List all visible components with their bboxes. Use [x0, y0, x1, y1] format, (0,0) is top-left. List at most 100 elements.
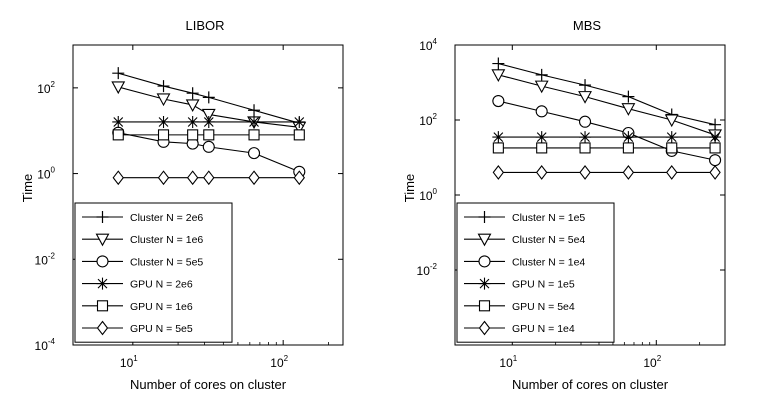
x-tick-exp: 1	[513, 354, 518, 363]
legend-entry-label: Cluster N = 1e5	[512, 212, 585, 224]
legend-marker-plus	[478, 211, 491, 223]
legend-marker-circle	[478, 255, 491, 268]
data-point-triangle-down	[185, 99, 200, 113]
data-point-circle	[709, 154, 722, 167]
data-point-circle	[535, 105, 548, 118]
y-tick-base: 10	[419, 114, 433, 128]
data-point-square	[187, 129, 199, 141]
legend-entry-label: GPU N = 2e6	[130, 279, 193, 291]
data-point-plus	[535, 68, 548, 81]
x-axis-label-libor: Number of cores on cluster	[130, 377, 287, 392]
legend-marker-triangle-down	[477, 233, 492, 247]
legend-entry-label: GPU N = 5e5	[130, 323, 193, 335]
y-tick-label: 100	[37, 166, 55, 182]
data-point-asterisk	[665, 131, 678, 144]
data-point-diamond	[157, 170, 170, 186]
legend-entry-label: Cluster N = 5e5	[130, 256, 203, 268]
data-point-square	[536, 142, 548, 154]
legend-box	[456, 202, 615, 343]
legend-entry-label: GPU N = 1e4	[512, 323, 575, 335]
data-point-plus	[579, 79, 592, 92]
data-point-diamond	[709, 165, 721, 180]
x-tick-label: 101	[499, 354, 517, 370]
series-line-1	[498, 63, 716, 126]
data-point-diamond	[186, 170, 199, 186]
data-point-plus	[248, 104, 261, 117]
data-point-triangle-down	[156, 93, 171, 107]
data-point-asterisk	[112, 115, 125, 128]
legend-entry-label: Cluster N = 1e6	[130, 234, 203, 246]
series-group-libor	[111, 67, 307, 186]
data-point-square	[157, 129, 170, 141]
data-point-square	[248, 129, 260, 141]
y-tick-label: 100	[419, 187, 437, 203]
data-point-square	[293, 129, 305, 141]
y-tick-exp: -2	[48, 251, 56, 260]
data-point-diamond	[622, 165, 635, 180]
data-point-asterisk	[202, 115, 215, 128]
legend-marker-asterisk	[96, 277, 109, 290]
data-point-plus	[112, 67, 125, 80]
data-point-asterisk	[186, 115, 199, 128]
x-tick-base: 10	[270, 356, 284, 370]
data-point-asterisk	[535, 131, 548, 144]
y-tick-base: 10	[37, 82, 51, 96]
x-tick-base: 10	[499, 356, 513, 370]
data-point-circle	[202, 140, 215, 153]
data-point-plus	[186, 87, 199, 100]
data-point-plus	[622, 90, 635, 103]
data-point-square	[709, 142, 721, 154]
data-point-square	[622, 142, 634, 154]
data-point-plus	[202, 91, 215, 104]
data-point-square	[492, 142, 504, 154]
data-point-diamond	[492, 165, 505, 180]
data-point-square	[579, 142, 591, 154]
data-point-asterisk	[157, 115, 170, 128]
data-point-asterisk	[622, 131, 635, 144]
y-tick-label: 104	[419, 37, 437, 53]
x-tick-base: 10	[643, 356, 657, 370]
data-point-diamond	[666, 165, 678, 180]
legend-entry-label: Cluster N = 1e4	[512, 256, 585, 268]
legend-entry-label: GPU N = 1e6	[130, 301, 193, 313]
series-line-2	[498, 74, 716, 136]
series-group-mbs	[491, 57, 723, 180]
y-axis-label-libor: Time	[20, 174, 35, 202]
data-point-circle	[247, 147, 261, 160]
y-axis-label-mbs: Time	[402, 174, 417, 202]
data-point-triangle-down	[664, 114, 679, 128]
y-tick-base: 10	[417, 264, 431, 278]
series-line-2	[118, 86, 300, 128]
data-point-diamond	[579, 165, 591, 180]
x-tick-exp: 1	[133, 354, 138, 363]
data-point-asterisk	[293, 115, 306, 128]
x-tick-label: 102	[270, 354, 288, 370]
legend-marker-circle	[96, 255, 109, 268]
data-point-triangle-down	[534, 80, 549, 94]
data-point-square	[666, 142, 678, 154]
x-tick-exp: 2	[657, 354, 662, 363]
y-tick-base: 10	[35, 339, 49, 353]
legend-box	[74, 202, 233, 343]
y-tick-exp: -4	[48, 337, 56, 346]
legend-marker-triangle-down	[95, 233, 110, 247]
series-line-3	[118, 132, 300, 173]
data-point-diamond	[248, 170, 260, 186]
data-point-plus	[709, 118, 722, 131]
data-point-diamond	[203, 170, 215, 186]
series-line-1	[118, 72, 300, 124]
data-point-asterisk	[248, 115, 261, 128]
legend-marker-square	[478, 300, 491, 312]
data-point-triangle-down	[111, 81, 126, 95]
y-tick-label: 102	[37, 80, 55, 96]
y-tick-exp: 4	[433, 37, 438, 46]
x-tick-exp: 2	[284, 354, 289, 363]
y-tick-exp: 0	[433, 187, 438, 196]
y-tick-exp: 2	[433, 112, 438, 121]
data-point-asterisk	[492, 131, 505, 144]
data-point-plus	[492, 57, 505, 70]
